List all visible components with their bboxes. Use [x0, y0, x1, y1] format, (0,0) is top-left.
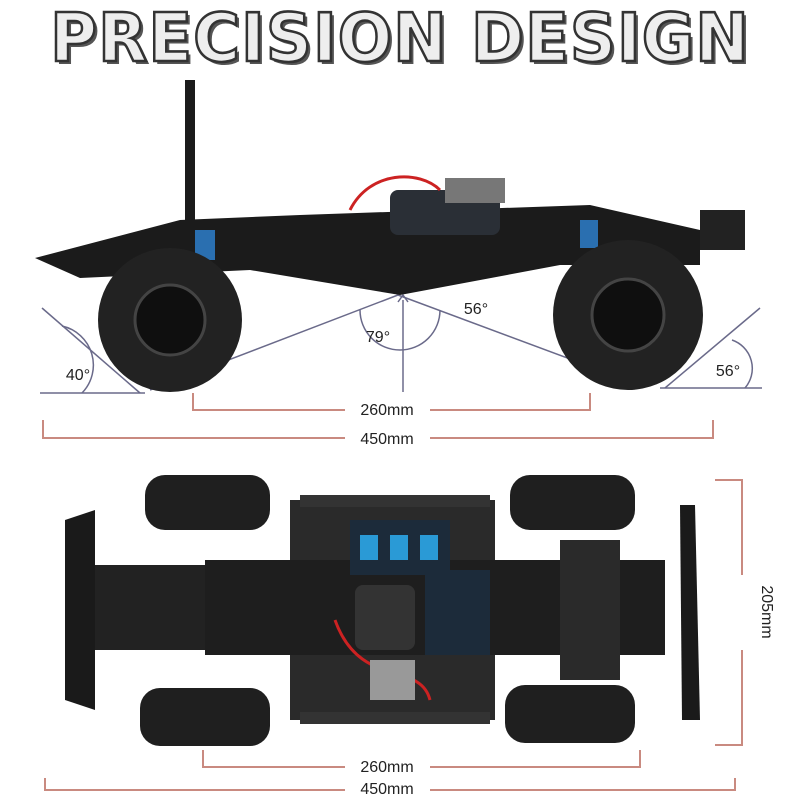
side-view-vehicle: [35, 80, 745, 392]
top-view-vehicle: [65, 475, 700, 746]
dimension-lines: [42, 393, 743, 791]
breakover-angle-label: 79°: [365, 329, 391, 346]
side-wheelbase-label: 260mm: [357, 402, 417, 420]
top-wheelbase-label: 260mm: [357, 759, 417, 777]
side-length-label: 450mm: [357, 431, 417, 449]
ramp-angle-label: 56°: [463, 301, 489, 318]
top-width-label: 205mm: [757, 582, 775, 642]
approach-angle-label: 40°: [65, 367, 91, 384]
departure-angle-label: 56°: [715, 363, 741, 380]
top-length-label: 450mm: [357, 781, 417, 799]
page-title: PRECISION DESIGN: [49, 0, 750, 79]
